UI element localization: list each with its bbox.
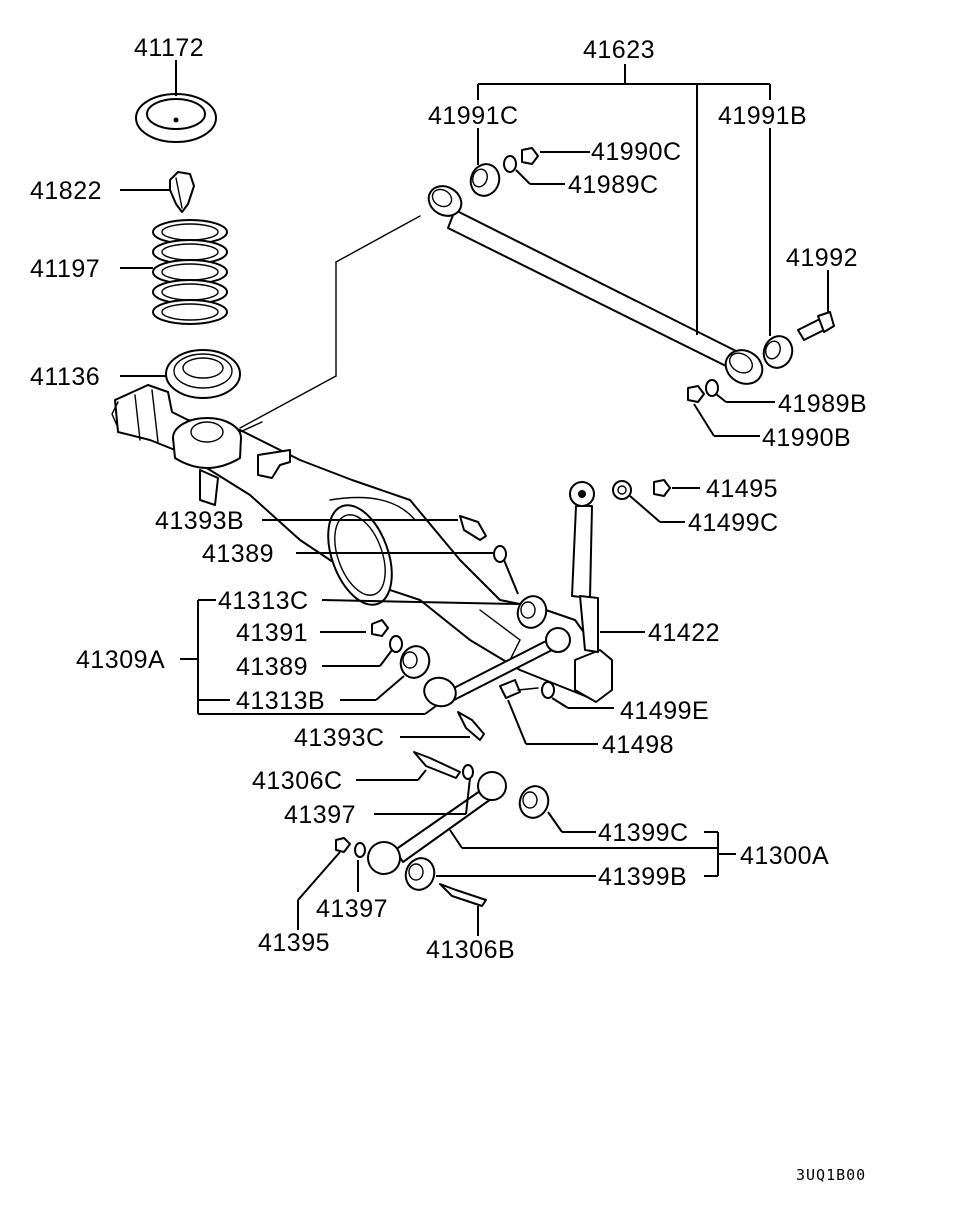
label-41495: 41495 [706, 475, 778, 503]
label-41422: 41422 [648, 619, 720, 647]
label-41300A: 41300A [740, 842, 829, 870]
bump-stopper-part [169, 171, 195, 213]
label-41399C: 41399C [598, 819, 689, 847]
label-41391: 41391 [236, 619, 308, 647]
label-41499C: 41499C [688, 509, 779, 537]
lower-link-part [335, 751, 550, 907]
spring-upper-seat-part [135, 93, 217, 143]
label-41623: 41623 [583, 36, 655, 64]
label-41197: 41197 [30, 255, 100, 283]
upper-control-arm-part [427, 147, 835, 403]
label-41991C: 41991C [428, 102, 519, 130]
label-41313C: 41313C [218, 587, 309, 615]
label-41399B: 41399B [598, 863, 687, 891]
part-number-labels: 41172 41822 41197 41136 41623 41991C 419… [30, 34, 867, 964]
leader-lines [120, 60, 829, 936]
spring-lower-seat-part [165, 349, 241, 399]
label-41395: 41395 [258, 929, 330, 957]
label-41499E: 41499E [620, 697, 709, 725]
label-41313B: 41313B [236, 687, 325, 715]
upper-link-part [371, 515, 571, 741]
label-41397-upper: 41397 [284, 801, 356, 829]
label-41397-lower: 41397 [316, 895, 388, 923]
diagram-code: 3UQ1B00 [796, 1166, 866, 1184]
label-41389-upper: 41389 [202, 540, 274, 568]
label-41306C: 41306C [252, 767, 343, 795]
label-41172: 41172 [134, 34, 204, 62]
label-41393B: 41393B [155, 507, 244, 535]
label-41990C: 41990C [591, 138, 682, 166]
shock-absorber-part [499, 479, 671, 699]
coil-spring-part [152, 219, 228, 325]
label-41822: 41822 [30, 177, 102, 205]
label-41991B: 41991B [718, 102, 807, 130]
label-41309A: 41309A [76, 646, 165, 674]
label-41306B: 41306B [426, 936, 515, 964]
label-41136: 41136 [30, 363, 100, 391]
label-41498: 41498 [602, 731, 674, 759]
label-41393C: 41393C [294, 724, 385, 752]
rear-axle-housing [111, 384, 613, 703]
label-41989B: 41989B [778, 390, 867, 418]
label-41990B: 41990B [762, 424, 851, 452]
label-41992: 41992 [786, 244, 858, 272]
label-41389-lower: 41389 [236, 653, 308, 681]
label-41989C: 41989C [568, 171, 659, 199]
